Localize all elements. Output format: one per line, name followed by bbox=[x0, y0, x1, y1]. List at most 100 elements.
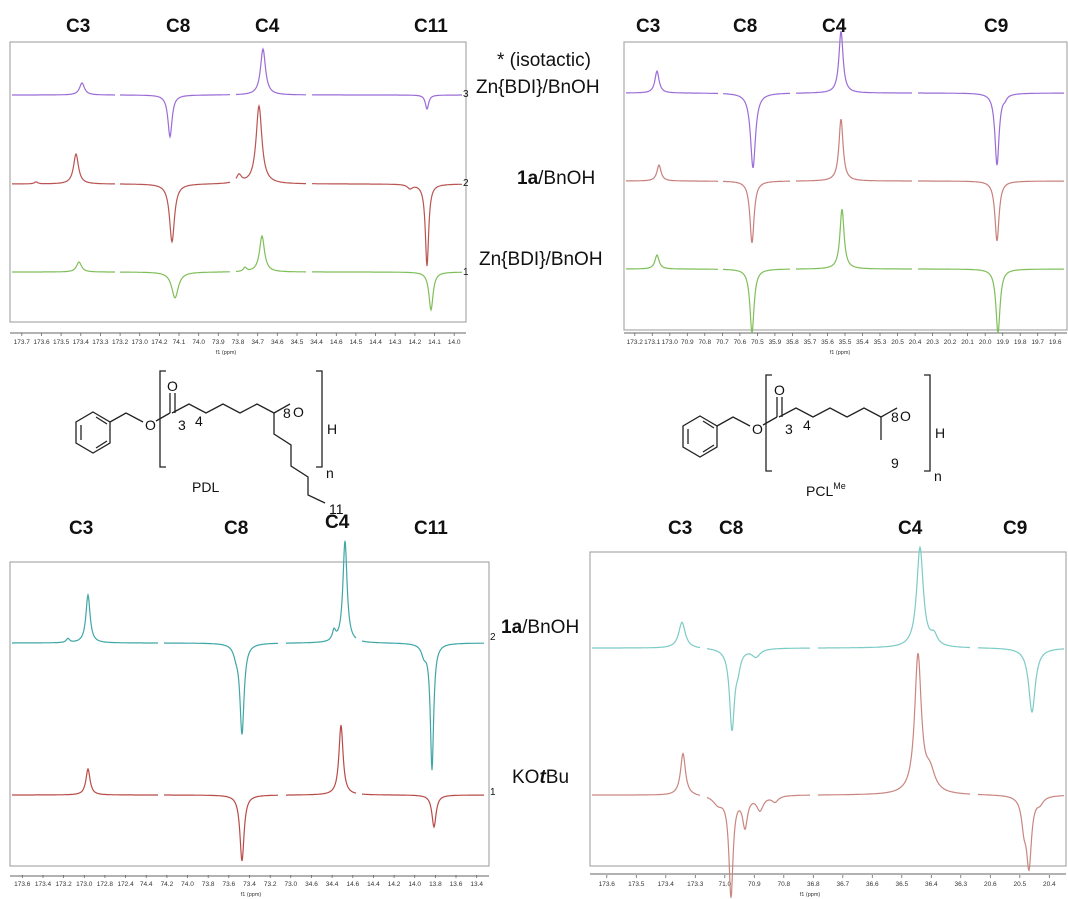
plot-frame bbox=[623, 41, 1068, 331]
spectrum-label-isotactic: * (isotactic) bbox=[497, 50, 591, 71]
spectrum-trace-1 bbox=[120, 94, 230, 139]
bracket-right bbox=[924, 374, 931, 472]
ester-bond bbox=[762, 416, 778, 426]
tick-label: 36.4 bbox=[925, 881, 938, 888]
tick-label: 19.7 bbox=[1031, 339, 1044, 346]
repeat-n: n bbox=[934, 468, 942, 484]
ring-double-bond bbox=[95, 416, 108, 425]
ring-double-bond bbox=[95, 440, 108, 449]
tick-label: 173.2 bbox=[112, 339, 129, 346]
spectrum-trace-2 bbox=[164, 794, 278, 862]
tick-label: 34.4 bbox=[326, 881, 339, 888]
tick-label: 35.8 bbox=[786, 339, 799, 346]
tick-label: 20.5 bbox=[891, 339, 904, 346]
carbonyl-oxygen: O bbox=[167, 378, 178, 394]
hydroxyl-bond bbox=[273, 403, 291, 414]
spectrum-trace-2 bbox=[120, 181, 231, 244]
plot-frame bbox=[9, 41, 467, 323]
tick-label: 36.7 bbox=[836, 881, 849, 888]
spectrum-trace-3 bbox=[918, 268, 1064, 334]
tick-label: 14.1 bbox=[428, 339, 441, 346]
bracket-left bbox=[765, 374, 772, 472]
tick-label: 70.7 bbox=[716, 339, 729, 346]
axis-unit: f1 (ppm) bbox=[216, 350, 237, 356]
tick-label: 173.3 bbox=[92, 339, 109, 346]
tick-label: 13.6 bbox=[450, 881, 463, 888]
tick-label: 36.3 bbox=[954, 881, 967, 888]
header-c4: C4 bbox=[325, 512, 350, 533]
tick-label: 70.5 bbox=[751, 339, 764, 346]
benzyl-chain bbox=[109, 412, 144, 423]
tick-label: 35.6 bbox=[821, 339, 834, 346]
tick-label: 19.6 bbox=[1049, 339, 1062, 346]
tick-label: 14.3 bbox=[389, 339, 402, 346]
spectrum-trace-1 bbox=[236, 47, 306, 96]
tick-label: 73.6 bbox=[222, 881, 235, 888]
carbon-label-3: 3 bbox=[785, 421, 793, 437]
header-c4: C4 bbox=[255, 16, 280, 37]
tick-label: 34.4 bbox=[310, 339, 323, 346]
tick-label: 173.6 bbox=[33, 339, 50, 346]
header-c8: C8 bbox=[733, 16, 757, 37]
spectrum-trace-1 bbox=[918, 92, 1064, 166]
tick-label: 20.0 bbox=[979, 339, 992, 346]
tick-label: 70.8 bbox=[698, 339, 711, 346]
tick-label: 35.4 bbox=[856, 339, 869, 346]
spectrum-traces bbox=[626, 30, 1064, 334]
tick-label: 74.0 bbox=[181, 881, 194, 888]
tick-label: 36.8 bbox=[807, 881, 820, 888]
repeat-n: n bbox=[326, 465, 334, 481]
ring-double-bond bbox=[702, 444, 715, 453]
carbon-label-4: 4 bbox=[195, 413, 203, 429]
plot-frame bbox=[589, 551, 1067, 867]
spectrum-trace-1 bbox=[818, 545, 970, 649]
spectrum-trace-2 bbox=[12, 152, 115, 185]
tick-label: 73.8 bbox=[202, 881, 215, 888]
tick-label: 73.2 bbox=[264, 881, 277, 888]
spectrum-trace-1 bbox=[723, 92, 791, 169]
structure-pdl: O O 3 4 8 O H n 11 PDL bbox=[75, 370, 344, 517]
spectrum-label-1a: 1a/BnOH bbox=[501, 617, 579, 638]
hydroxyl-bond bbox=[880, 407, 898, 418]
tick-label: 13.8 bbox=[429, 881, 442, 888]
tick-label: 20.1 bbox=[961, 339, 974, 346]
spectrum-label-1a: 1a/BnOH bbox=[517, 168, 595, 189]
tick-label: 34.6 bbox=[305, 881, 318, 888]
carbon-label-3: 3 bbox=[178, 417, 186, 433]
tick-label: 13.4 bbox=[470, 881, 483, 888]
tick-label: 73.4 bbox=[243, 881, 256, 888]
header-c8: C8 bbox=[166, 16, 190, 37]
tick-label: 14.5 bbox=[350, 339, 363, 346]
spectrum-trace-3 bbox=[12, 261, 115, 273]
spectrum-traces bbox=[12, 47, 462, 312]
ester-bond bbox=[155, 412, 171, 422]
spectrum-trace-2 bbox=[312, 183, 462, 267]
spectrum-trace-3 bbox=[120, 271, 230, 299]
tick-label: 70.8 bbox=[777, 881, 790, 888]
header-c8: C8 bbox=[719, 518, 743, 539]
spectrum-labels-bottom: 1a/BnOH KOtBu bbox=[501, 617, 579, 788]
header-c3: C3 bbox=[636, 16, 660, 37]
trace-number: 2 bbox=[490, 632, 496, 643]
side-chain bbox=[273, 413, 326, 504]
spectrum-trace-2 bbox=[592, 752, 701, 796]
spectrum-trace-2 bbox=[235, 103, 306, 185]
tick-label: 36.5 bbox=[895, 881, 908, 888]
bracket-right bbox=[316, 370, 323, 468]
spectrum-trace-2 bbox=[723, 180, 790, 244]
axis-unit: f1 (ppm) bbox=[800, 892, 821, 898]
structure-pclme: O O 3 4 8 O 9 H n PCLMe bbox=[682, 374, 945, 499]
spectrum-trace-2 bbox=[362, 793, 484, 829]
tick-label: 20.4 bbox=[1043, 881, 1056, 888]
tick-label: 14.6 bbox=[330, 339, 343, 346]
trace-number: 2 bbox=[463, 178, 469, 189]
spectrum-trace-3 bbox=[312, 271, 462, 312]
header-c3: C3 bbox=[66, 16, 90, 37]
tick-label: 34.6 bbox=[271, 339, 284, 346]
tick-label: 173.2 bbox=[627, 339, 644, 346]
header-c4: C4 bbox=[898, 518, 923, 539]
tick-label: 173.4 bbox=[73, 339, 90, 346]
header-c9: C9 bbox=[984, 16, 1008, 37]
